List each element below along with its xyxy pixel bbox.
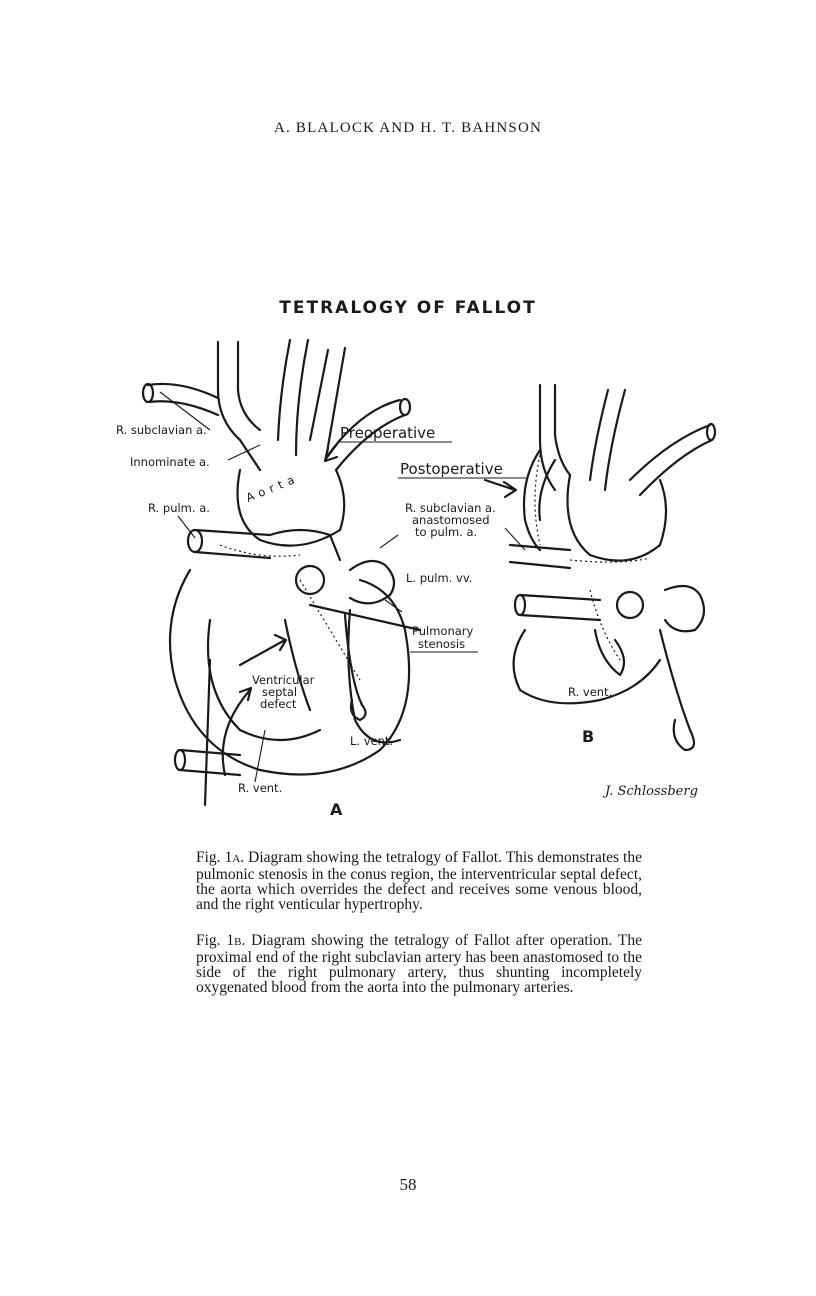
- label-anastomosis-1: R. subclavian a.: [405, 501, 496, 515]
- left-branch-stump: [398, 397, 412, 417]
- label-vsd-2: septal: [262, 685, 297, 699]
- b-aortic-arch: [566, 473, 668, 562]
- b-heart-outline: [512, 628, 662, 705]
- flow-arrow-vsd: [238, 633, 288, 667]
- leader-r-subclavian: [159, 391, 211, 431]
- right-pulmonary-stump: [186, 528, 204, 554]
- caption-fig-1b-text: . Diagram showing the tetralogy of Fallo…: [196, 932, 642, 996]
- heading-preoperative: Preoperative: [340, 424, 435, 442]
- deoxygenated-flow-path: [219, 544, 361, 681]
- panel-letter-b: B: [582, 727, 594, 746]
- flow-arrow-rv: [221, 686, 253, 777]
- page-number: 58: [399, 1175, 417, 1194]
- left-pulmonary-veins: [348, 559, 396, 605]
- b-left-carotid: [588, 388, 627, 492]
- stenosis-pointer: [308, 603, 422, 632]
- aortic-arch: [236, 468, 346, 547]
- figure-diagram: R. subclavian a. Innominate a. Preoperat…: [100, 330, 720, 834]
- right-subclavian-artery: [146, 382, 220, 417]
- b-left-subclavian-stump: [705, 422, 717, 442]
- label-pulmonary-stenosis-1: Pulmonary: [412, 624, 474, 638]
- left-subclavian-artery: [308, 346, 347, 460]
- b-pulmonary-artery: [508, 543, 572, 570]
- label-r-subclavian: R. subclavian a.: [116, 423, 207, 437]
- innominate-artery: [216, 340, 262, 472]
- caption-fig-1b-letter: B: [234, 936, 242, 948]
- label-aorta: Aorta: [244, 471, 301, 505]
- left-pulmonary-vein-arrows: [379, 534, 403, 613]
- innominate-artery-right-wall: [236, 340, 262, 432]
- label-pulmonary-stenosis-2: stenosis: [418, 637, 465, 651]
- septum: [283, 618, 312, 712]
- leader-r-pulm: [177, 515, 196, 539]
- caption-fig-1a-label: Fig. 1: [196, 849, 233, 866]
- figure-title: TETRALOGY OF FALLOT: [279, 298, 537, 318]
- panel-a-heart: [141, 338, 422, 807]
- label-r-vent-a: R. vent.: [238, 781, 282, 795]
- label-vsd-3: defect: [260, 697, 297, 711]
- b-shunt-flow-path: [534, 454, 651, 661]
- caption-fig-1b-label: Fig. 1: [196, 932, 235, 949]
- pulmonary-valve: [294, 564, 326, 596]
- illustrator-signature: J. Schlossberg: [602, 784, 698, 799]
- flow-arrow-svc: [203, 658, 212, 807]
- b-ventricle-loop: [658, 628, 696, 752]
- heading-postoperative: Postoperative: [400, 460, 503, 478]
- b-pulmonary-valve: [615, 590, 645, 620]
- postoperative-arrow: [483, 478, 518, 499]
- b-left-subclavian: [628, 423, 714, 497]
- right-ventricle-wall: [206, 618, 322, 742]
- leader-innominate: [227, 444, 261, 461]
- inferior-vena-cava-stump: [173, 748, 187, 772]
- running-head: A. BLALOCK AND H. T. BAHNSON: [273, 120, 543, 136]
- right-pulmonary-artery: [193, 528, 272, 560]
- left-ventricle-wall: [347, 608, 402, 744]
- heart-outline: [168, 568, 411, 776]
- caption-fig-1a: Fig. 1A. Diagram showing the tetralogy o…: [196, 849, 642, 913]
- b-lower-vessel: [518, 593, 602, 622]
- right-subclavian-stump: [141, 382, 155, 404]
- b-anastomosed-subclavian: [522, 448, 557, 552]
- inferior-vena-cava: [178, 748, 242, 777]
- label-l-pulm-vv: L. pulm. vv.: [406, 571, 472, 585]
- label-r-vent-b: R. vent.: [568, 685, 612, 699]
- caption-fig-1b: Fig. 1B. Diagram showing the tetralogy o…: [196, 932, 642, 996]
- left-carotid-artery: [276, 338, 310, 457]
- ventricle-loop: [343, 613, 367, 722]
- label-vsd-1: Ventricular: [252, 673, 315, 687]
- b-lower-vessel-stump: [513, 593, 527, 617]
- panel-letter-a: A: [330, 800, 343, 819]
- pulmonary-trunk: [268, 528, 342, 562]
- caption-fig-1a-text: . Diagram showing the tetralogy of Fallo…: [196, 849, 642, 913]
- preoperative-arrow: [323, 438, 342, 463]
- label-innominate: Innominate a.: [130, 455, 210, 469]
- label-l-vent: L. vent.: [350, 734, 393, 748]
- label-anastomosis-3: to pulm. a.: [415, 525, 477, 539]
- heart-diagram-svg: R. subclavian a. Innominate a. Preoperat…: [116, 338, 717, 819]
- b-innominate-artery: [538, 383, 572, 492]
- leader-r-vent-a: [254, 729, 266, 783]
- label-r-pulm: R. pulm. a.: [148, 501, 210, 515]
- caption-fig-1a-letter: A: [232, 853, 241, 865]
- panel-b-heart: [483, 383, 717, 752]
- b-left-pulmonary-veins: [663, 584, 706, 633]
- b-ventricle-inner: [593, 628, 626, 677]
- label-anastomosis-2: anastomosed: [412, 513, 490, 527]
- anastomosis-pointer: [504, 527, 526, 551]
